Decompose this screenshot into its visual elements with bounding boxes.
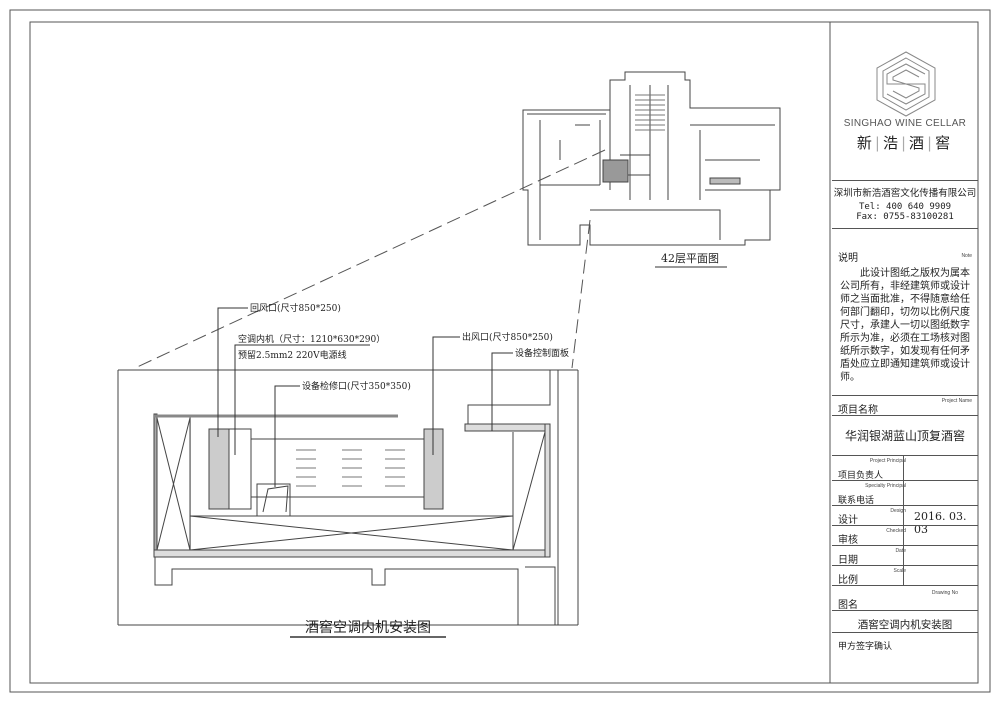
floor-plan-label: 42层平面图 [661,252,719,265]
drawing-name-label-en: Drawing No [931,590,958,596]
access-panel-label: 设备检修口(尺寸350*350) [302,380,411,392]
checked-label: 审核 [838,535,858,546]
project-name-label-en: Project Name [941,398,972,404]
drawing-name-row: 图名 Drawing No [832,585,978,611]
title-block-frame [829,21,979,684]
company-tel: Tel: 400 640 9909 [858,202,952,212]
design-date-value: 2016. 03. 03 [914,510,967,536]
scale-label: 比例 [838,575,858,586]
drawing-name-value: 酒窖空调内机安装图 [857,619,953,631]
project-name-label: 项目名称 [838,405,878,416]
drawing-frame [29,21,831,684]
airflow-arrows [296,449,405,487]
client-sign-row: 甲方签字确认 [832,632,978,684]
drawing-name-value-row: 酒窖空调内机安装图 [832,610,978,633]
project-name-value-row: 华润银湖蓝山顶复酒窖 [832,415,978,456]
note-text: 此设计图纸之版权为属本公司所有，非经建筑师或设计师之当面批准，不得随意给任何部门… [840,268,970,383]
detail-title: 酒窖空调内机安装图 [305,619,431,636]
return-vent-label: 回风口(尺寸850*250) [250,302,341,314]
design-label-en: Design [890,508,906,514]
indoor-unit-label: 空调内机（尺寸：1210*630*290） [238,333,385,345]
project-name-value: 华润银湖蓝山顶复酒窖 [844,429,965,443]
floor-plan-42 [522,71,781,246]
design-label: 设计 [838,515,858,526]
logo-icon [876,51,936,117]
power-line-label: 预留2.5mm2 220V电源线 [238,349,347,361]
contact-label: 联系电话 [838,496,875,506]
date-row: 日期 Date [832,545,978,566]
brand-char: 新 [856,134,875,152]
company-block: 深圳市新浩酒窖文化传播有限公司 Tel: 400 640 9909 Fax: 0… [832,180,978,229]
detail-plan [117,307,579,626]
company-fax: Fax: 0755-83100281 [856,212,954,222]
project-principal-label: 项目负责人 [838,471,884,481]
drawing-name-label: 图名 [838,600,858,611]
company-name: 深圳市新浩酒窖文化传播有限公司 [833,188,977,199]
outer-border [9,9,991,693]
title-block-divider [903,455,904,585]
brand-char: 酒 [909,134,928,152]
scale-row: 比例 Scale [832,565,978,586]
brand-char: 窖 [935,134,954,152]
supply-vent-label: 出风口(尺寸850*250) [462,331,553,343]
project-name-row: 项目名称 Project Name [832,395,978,416]
contact-label-en: Specialty Principal [865,483,906,489]
client-sign-label: 甲方签字确认 [838,642,893,652]
scale-label-en: Scale [893,568,906,574]
project-principal-label-en: Project Principal [869,458,906,464]
checked-row: 审核 Checked [832,525,978,546]
brand-en: SINGHAO WINE CELLAR [843,118,967,129]
date-label-en: Date [895,548,906,554]
project-principal-row: 项目负责人 Project Principal [832,455,978,481]
brand-cn: 新|浩|酒|窖 [856,134,954,152]
checked-label-en: Checked [886,528,906,534]
note-label: 说明 [838,253,858,264]
note-label-en: Note [961,253,972,259]
note-block: 说明 Note 此设计图纸之版权为属本公司所有，非经建筑师或设计师之当面批准，不… [832,228,978,396]
date-label: 日期 [838,555,858,566]
brand-char: 浩 [882,134,901,152]
contact-row: 联系电话 Specialty Principal [832,480,978,506]
projection-lines [134,149,606,369]
design-row: 设计 Design 2016. 03. 03 [832,505,978,536]
control-panel-label: 设备控制面板 [515,347,569,359]
